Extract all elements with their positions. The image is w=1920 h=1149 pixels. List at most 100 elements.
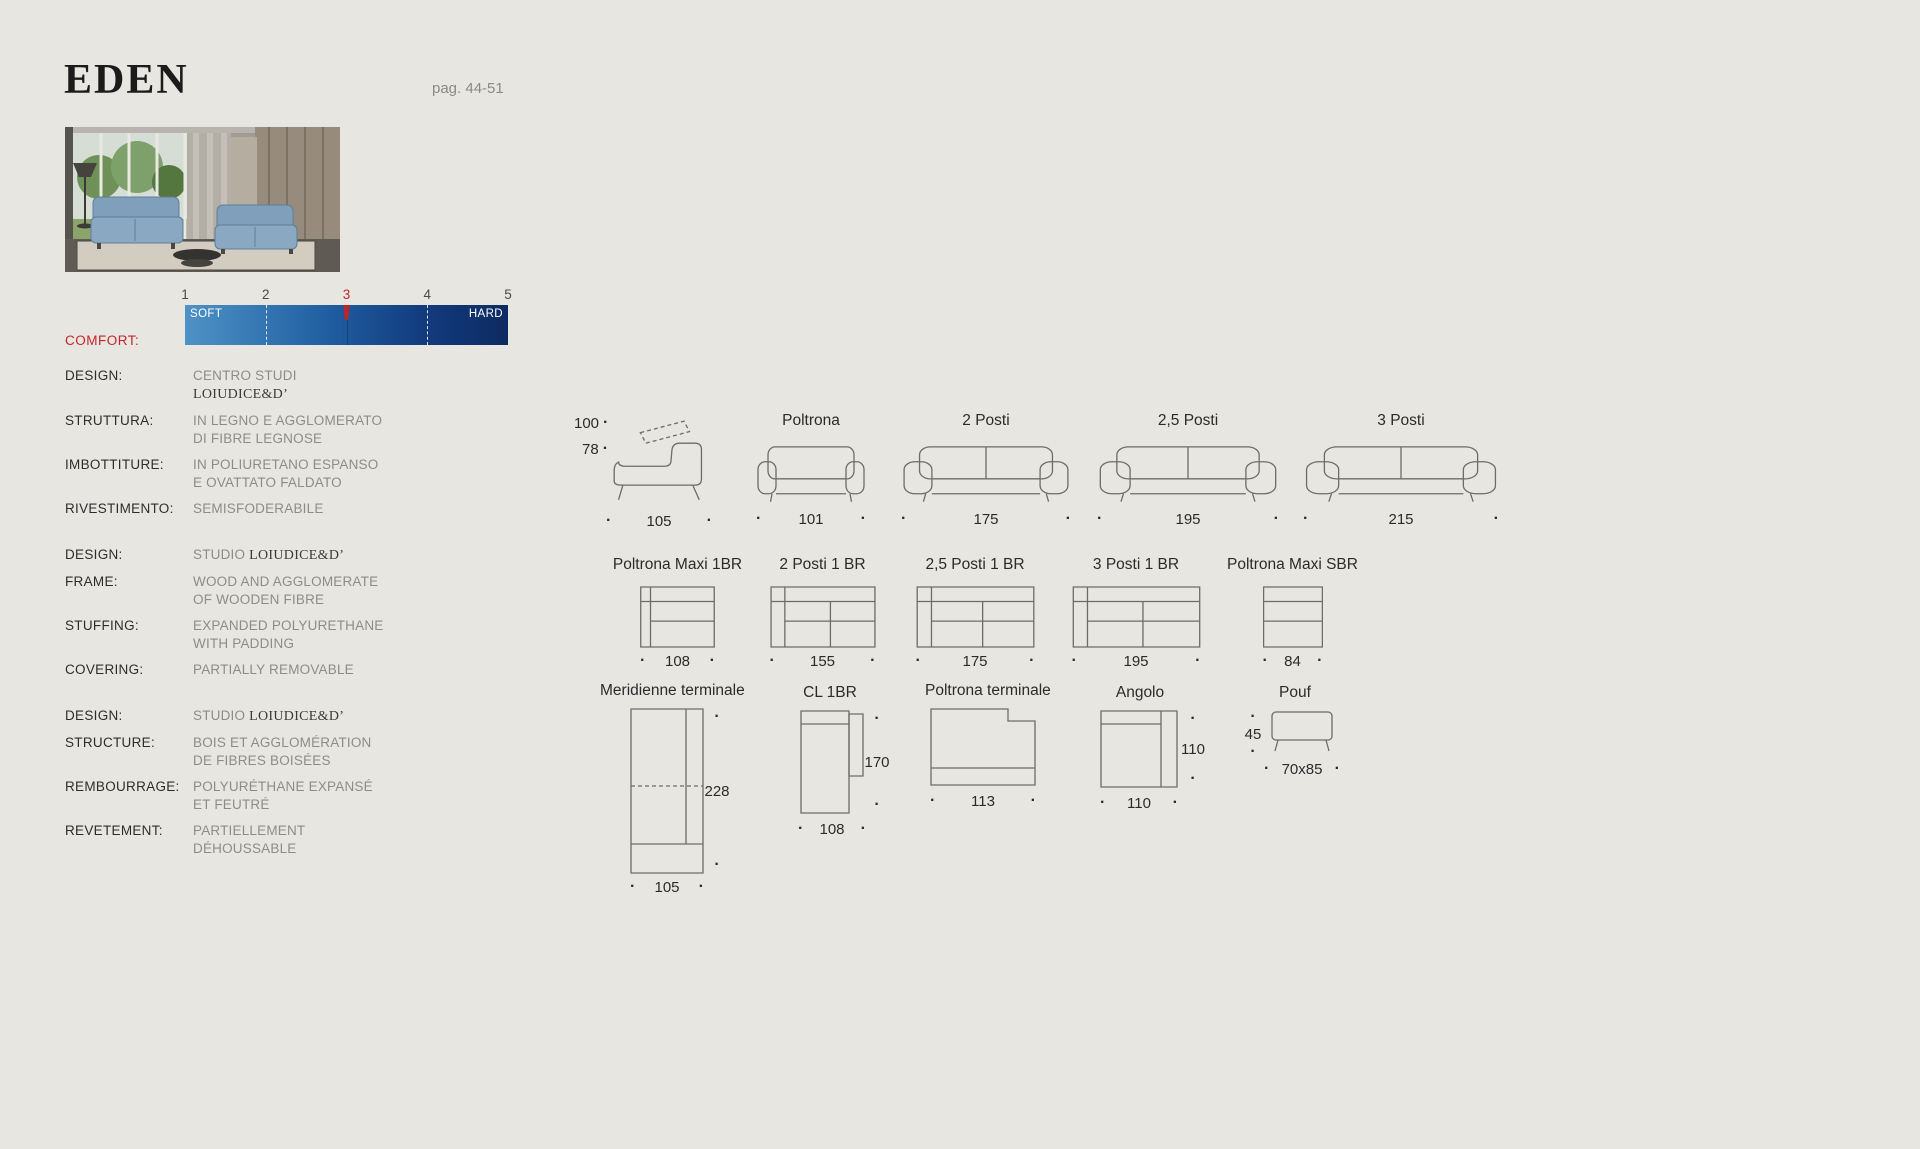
spec-value: CENTRO STUDI LOIUDICE&D’ [193, 367, 393, 404]
comfort-marker-icon [343, 305, 350, 320]
dim-dot [901, 510, 906, 528]
dim-dot [1190, 770, 1195, 788]
variant-cell-25posti: 2,5 Posti 195 [1097, 412, 1279, 528]
variant-label: 2,5 Posti [1157, 412, 1219, 429]
dim-value: 45 [1244, 726, 1262, 743]
spec-value: EXPANDED POLYURETHANE WITH PADDING [193, 618, 384, 651]
comfort-bar: SOFT HARD [185, 305, 508, 345]
spec-value: IN LEGNO E AGGLOMERATO DI FIBRE LEGNOSE [193, 413, 383, 446]
dim-dot [1317, 652, 1322, 670]
width-dimension: 105 [630, 878, 704, 896]
variant-cell-3posti: 3 Posti 215 [1303, 412, 1499, 528]
plan-drawing [1072, 586, 1201, 648]
dim-value: 113 [971, 792, 995, 810]
width-dimension: 113 [930, 792, 1036, 810]
dim-dot [1263, 652, 1268, 670]
variant-label: CL 1BR [803, 684, 857, 701]
plan-drawing [770, 586, 876, 648]
variant-cell-25posti-1br: 2,5 Posti 1 BR 175 [905, 556, 1045, 670]
dim-dot [1072, 652, 1077, 670]
spec-label: RIVESTIMENTO: [65, 501, 174, 516]
dim-value: 100 [574, 414, 600, 432]
comfort-scale: 1 2 3 4 5 SOFT HARD [181, 287, 512, 345]
spec-label: FRAME: [65, 574, 118, 589]
spec-row-structure: STRUCTURE: BOIS ET AGGLOMÉRATION DE FIBR… [65, 734, 535, 770]
dim-dot [1303, 510, 1308, 528]
spec-label: DESIGN: [65, 547, 123, 562]
width-dimension: 110 [1100, 794, 1178, 812]
variant-cell-poltrona-maxi-sbr: Poltrona Maxi SBR 84 [1225, 556, 1360, 670]
terminal-armchair-plan-drawing [930, 708, 1036, 786]
dim-dot [714, 856, 719, 874]
plan-drawing [916, 586, 1035, 648]
width-dimension: 195 [1097, 510, 1279, 528]
spec-value: WOOD AND AGGLOMERATE OF WOODEN FIBRE [193, 574, 379, 607]
width-dimension: 175 [901, 510, 1071, 528]
comfort-tick-2: 2 [261, 287, 270, 302]
variant-label: 3 Posti 1 BR [1092, 556, 1180, 573]
dim-value: 108 [664, 652, 691, 670]
comfort-tick-1: 1 [181, 287, 189, 302]
dim-dot [861, 510, 866, 528]
design-studio-prefix: STUDIO [193, 547, 250, 562]
variant-cell-angolo: Angolo 110 110 [1090, 684, 1205, 824]
width-dimension: 105 [606, 512, 712, 530]
dim-dot [1250, 743, 1255, 761]
dim-value: 101 [798, 510, 824, 528]
page-reference: pag. 44-51 [432, 80, 504, 97]
width-dimension: 195 [1072, 652, 1201, 670]
dim-dot [707, 512, 712, 530]
spec-label: IMBOTTITURE: [65, 457, 164, 472]
comfort-tick-4: 4 [423, 287, 432, 302]
comfort-label: COMFORT: [65, 333, 140, 348]
plan-drawing [640, 586, 715, 648]
dim-value: 108 [819, 820, 845, 838]
width-dimension: 101 [756, 510, 866, 528]
variant-cell-poltrona-maxi-1br: Poltrona Maxi 1BR 108 [605, 556, 750, 670]
spec-label: DESIGN: [65, 708, 123, 723]
comfort-hard-label: HARD [468, 308, 503, 320]
dim-dot [916, 652, 921, 670]
dim-dot [710, 652, 715, 670]
dim-dot [1173, 794, 1178, 812]
variant-label: 3 Posti [1377, 412, 1425, 429]
page-title: EDEN [64, 57, 189, 103]
design-studio-prefix: STUDIO [193, 708, 250, 723]
dim-value: 175 [973, 510, 999, 528]
pouf-front-drawing [1270, 710, 1334, 754]
dim-dot [861, 820, 866, 838]
variant-label: 2 Posti 1 BR [779, 556, 866, 573]
variant-label: Angolo [1115, 684, 1165, 701]
comfort-tick-labels: 1 2 3 4 5 [181, 287, 512, 304]
dim-value: 195 [1123, 652, 1149, 670]
dim-dot [714, 708, 719, 726]
height-dimension-seat: 78 [582, 440, 608, 458]
dim-dot [1250, 708, 1255, 726]
depth-dimension: 170 [864, 710, 890, 814]
dim-value: 195 [1175, 510, 1201, 528]
height-dimension: 45 [1240, 708, 1266, 754]
variant-cell-pouf: Pouf 45 70x85 [1240, 684, 1350, 794]
dim-dot [640, 652, 645, 670]
dim-value: 110 [1181, 740, 1205, 758]
spec-row-covering: COVERING: PARTIALLY REMOVABLE [65, 661, 535, 679]
dim-value: 175 [962, 652, 988, 670]
dim-dot [756, 510, 761, 528]
variant-cell-meridienne: Meridienne terminale 228 105 [600, 682, 745, 902]
dim-dot [1274, 510, 1279, 528]
dim-value: 105 [654, 878, 680, 896]
variant-cell-poltrona: Poltrona 101 [756, 412, 866, 528]
dim-dot [798, 820, 803, 838]
spec-label: STRUCTURE: [65, 735, 155, 750]
spec-row-stuffing: STUFFING: EXPANDED POLYURETHANE WITH PAD… [65, 617, 535, 653]
comfort-tick-3: 3 [342, 287, 351, 302]
dim-dot [1335, 760, 1340, 778]
dim-value: 84 [1284, 652, 1301, 670]
dim-value: 105 [646, 512, 672, 530]
design-studio-prefix: CENTRO STUDI [193, 368, 297, 383]
spec-label: STUFFING: [65, 618, 139, 633]
variant-cell-3posti-1br: 3 Posti 1 BR 195 [1065, 556, 1207, 670]
dim-dot [603, 440, 608, 458]
armchair-front-drawing [756, 440, 866, 504]
dim-value: 78 [582, 440, 599, 458]
